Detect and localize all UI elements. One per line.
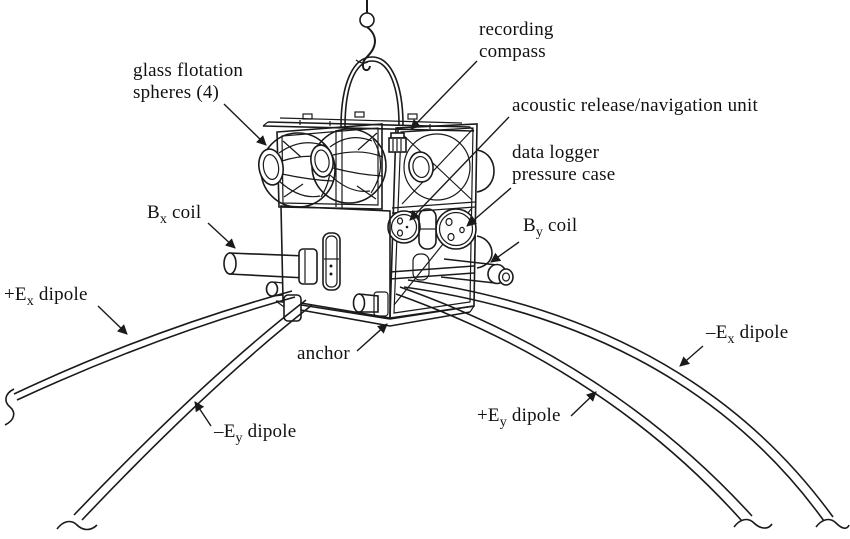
label-by-coil: By coil	[523, 215, 578, 240]
label-ex-minus-dipole: –Ex dipole	[706, 322, 789, 347]
label-anchor: anchor	[297, 343, 350, 364]
recording-compass-part	[388, 127, 407, 153]
label-bx-coil: Bx coil	[147, 202, 202, 227]
leader-arrows	[97, 60, 704, 427]
data-logger-endcap	[435, 208, 477, 250]
glass-sphere-3	[403, 133, 471, 201]
recovery-hook	[355, 0, 376, 72]
glass-sphere-2	[310, 128, 387, 204]
label-ey-minus-dipole: –Ey dipole	[214, 421, 297, 446]
leader-by-coil	[490, 241, 520, 263]
dipole-cables	[4, 279, 850, 531]
anchor-plate	[275, 291, 475, 327]
leader-glass-flotation	[223, 103, 267, 146]
glass-sphere-4	[476, 149, 495, 269]
by-coil-part	[389, 258, 514, 286]
leader-ey-minus	[194, 401, 212, 427]
leader-data-logger	[466, 187, 512, 227]
label-ey-plus-dipole: +Ey dipole	[477, 405, 561, 430]
leader-ex-plus	[97, 305, 128, 335]
leader-ey-plus	[570, 391, 597, 417]
case-slots	[412, 208, 437, 281]
leader-recording-compass	[410, 60, 478, 130]
lifting-bail	[340, 56, 404, 128]
acoustic-release-endcap	[387, 210, 421, 244]
label-acoustic-release-navigation-unit: acoustic release/navigation unit	[512, 95, 758, 116]
leader-ex-minus	[679, 345, 704, 367]
leader-acoustic-release	[409, 116, 510, 221]
instrument-box	[280, 205, 391, 319]
leader-anchor	[356, 323, 388, 352]
leader-bx-coil	[207, 222, 236, 249]
label-ex-plus-dipole: +Ex dipole	[4, 284, 88, 309]
top-frame-rail	[262, 111, 475, 132]
